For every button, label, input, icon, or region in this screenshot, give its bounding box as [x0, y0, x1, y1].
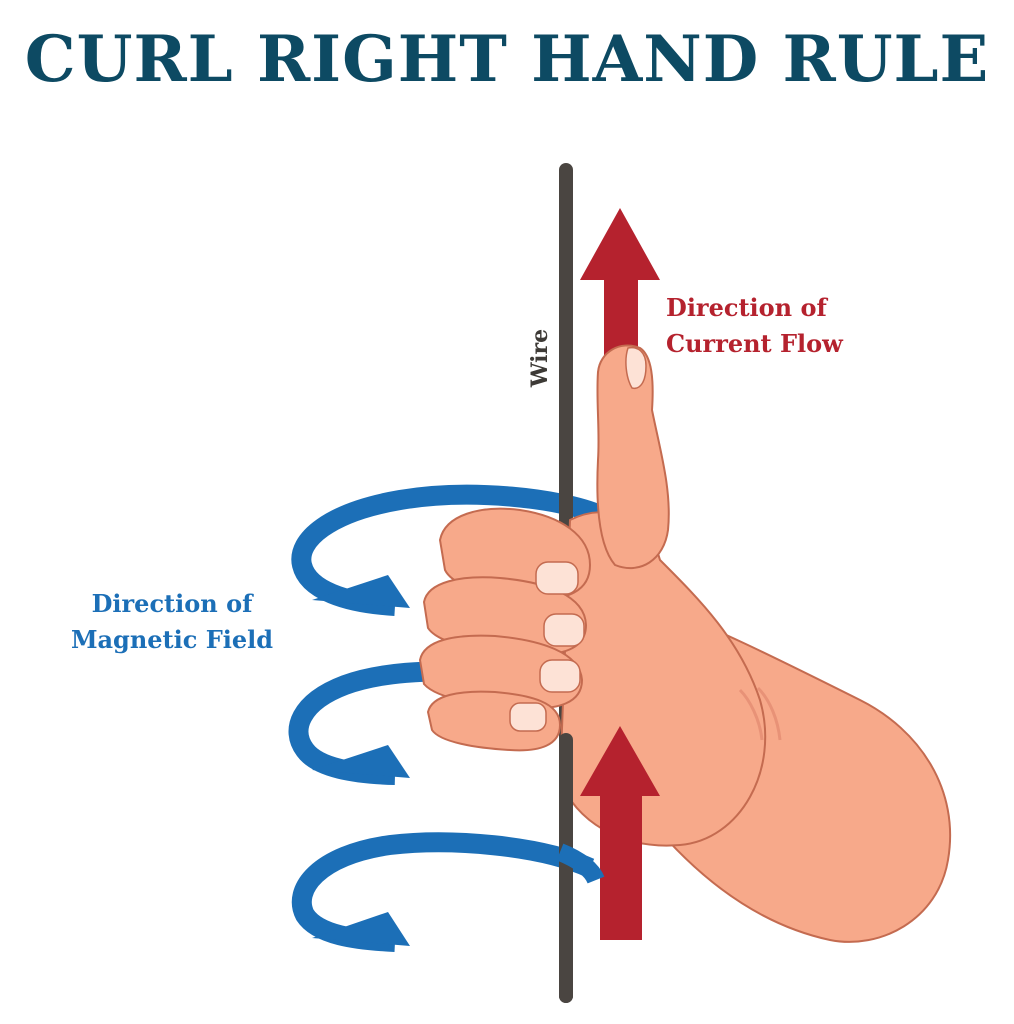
current-arrow-bottom — [580, 726, 660, 940]
magnetic-field-label-line-1: Direction of — [91, 589, 253, 618]
current-flow-label: Direction of Current Flow — [666, 290, 843, 362]
magnetic-field-label: Direction of Magnetic Field — [60, 586, 284, 658]
current-arrow-top — [580, 208, 660, 372]
magnetic-field-arrow-bottom-front — [556, 843, 605, 885]
diagram-title: CURL RIGHT HAND RULE — [24, 22, 990, 97]
wire-label: Wire — [527, 328, 553, 388]
current-flow-label-line-1: Direction of — [666, 293, 827, 322]
magnetic-field-arrow-top — [291, 484, 604, 616]
hand — [418, 344, 952, 943]
current-flow-label-line-2: Current Flow — [666, 329, 843, 358]
magnetic-field-arrow-middle — [288, 661, 471, 785]
magnetic-field-label-line-2: Magnetic Field — [70, 625, 274, 654]
magnetic-field-arrow-bottom — [291, 832, 595, 952]
